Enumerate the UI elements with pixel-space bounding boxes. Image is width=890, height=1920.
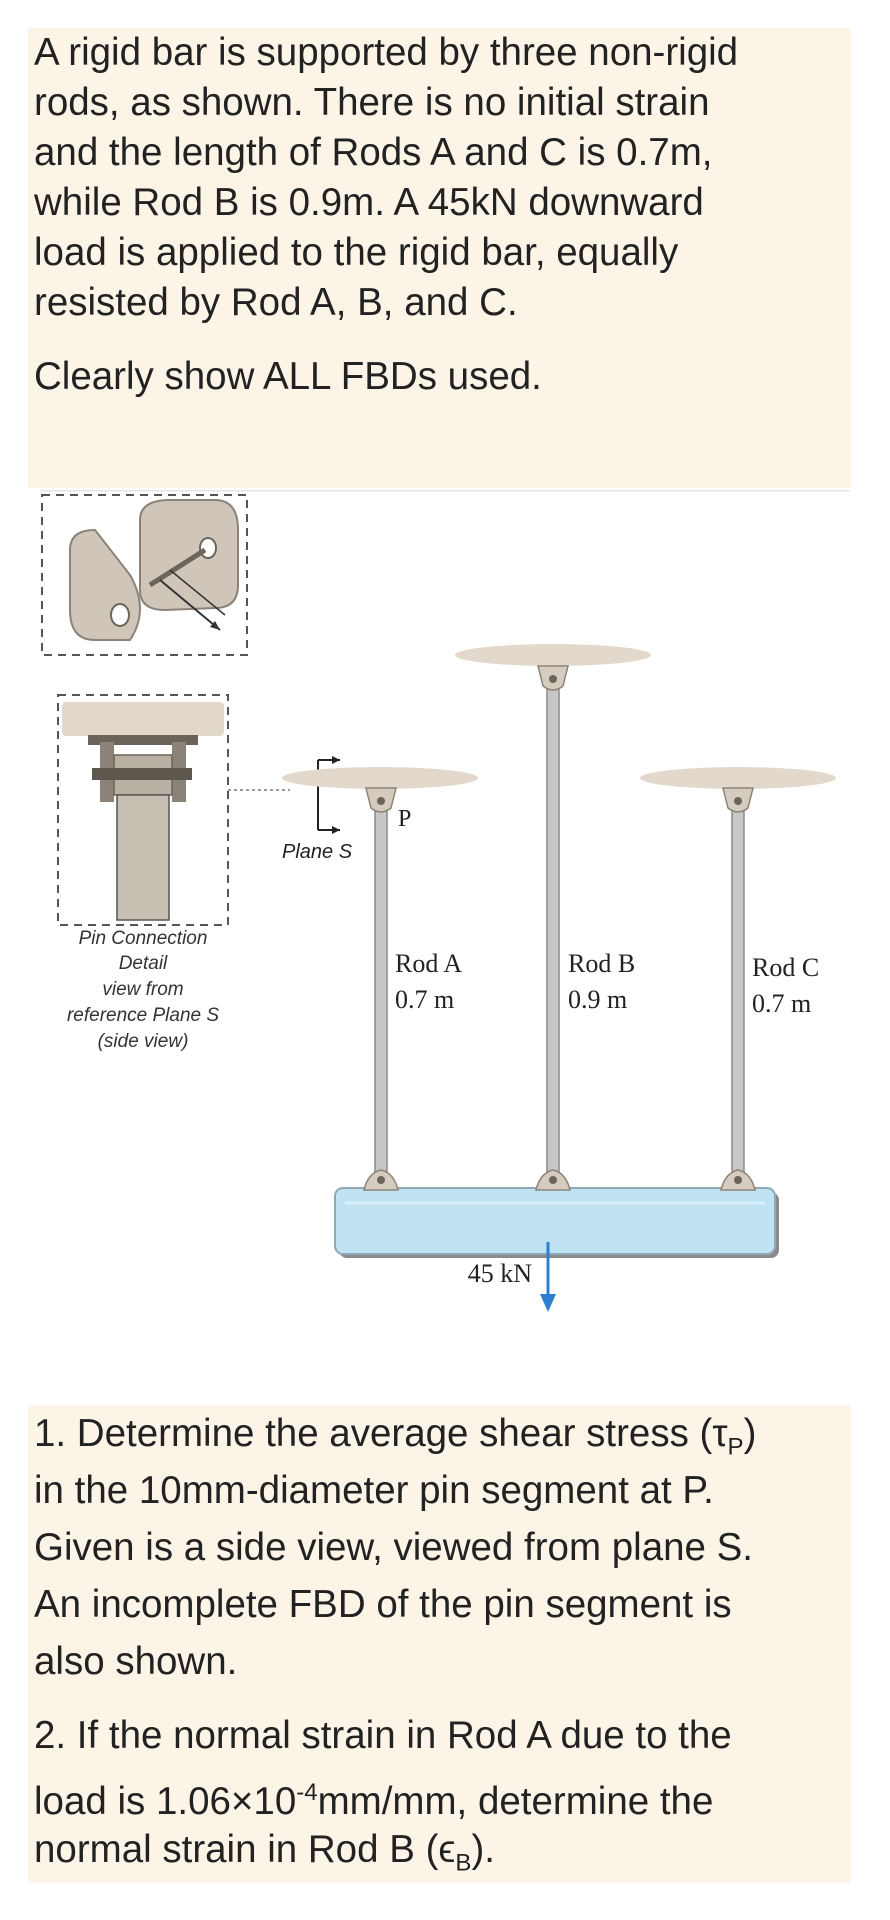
rod-a bbox=[374, 789, 388, 1176]
plane-arrowhead-bottom bbox=[332, 826, 340, 834]
support-a bbox=[282, 767, 478, 789]
q2-text: load is 1.06×10 bbox=[34, 1779, 297, 1823]
support-b bbox=[455, 644, 651, 666]
detail-box-dashed bbox=[57, 694, 229, 926]
q1-close: ) bbox=[743, 1412, 757, 1455]
load-arrowhead bbox=[540, 1294, 556, 1312]
rod-a-length: 0.7 m bbox=[395, 985, 454, 1014]
ceiling-supports bbox=[282, 644, 836, 789]
rod-c bbox=[731, 789, 745, 1176]
clevis-plate-right bbox=[139, 499, 239, 612]
clevis-plate-left bbox=[69, 528, 141, 641]
pin-c-bottom bbox=[734, 1176, 742, 1184]
pin-c-top bbox=[734, 797, 742, 805]
rod-b bbox=[546, 667, 560, 1176]
question-line: also shown. bbox=[34, 1640, 238, 1683]
question-line: Given is a side view, viewed from plane … bbox=[34, 1526, 753, 1569]
instruction-line: Clearly show ALL FBDs used. bbox=[34, 355, 542, 398]
questions-block: 1. Determine the average shear stress (τ… bbox=[28, 1405, 851, 1883]
pin-p bbox=[377, 797, 385, 805]
problem-line: load is applied to the rigid bar, equall… bbox=[34, 231, 679, 274]
pin-isometric-detail bbox=[41, 494, 248, 656]
rigid-bar bbox=[334, 1187, 776, 1255]
problem-statement: A rigid bar is supported by three non-ri… bbox=[28, 28, 851, 488]
load-label: 45 kN bbox=[468, 1259, 533, 1288]
rod-a-name: Rod A bbox=[395, 949, 462, 978]
pin-shaft bbox=[148, 547, 207, 588]
problem-text: A rigid bar is supported by three non-ri… bbox=[34, 28, 841, 402]
problem-line: while Rod B is 0.9m. A 45kN downward bbox=[34, 181, 704, 224]
q1-subscript: P bbox=[727, 1433, 744, 1461]
pin-b-bottom bbox=[549, 1176, 557, 1184]
q2-exponent: -4 bbox=[296, 1779, 318, 1806]
problem-line: and the length of Rods A and C is 0.7m, bbox=[34, 131, 713, 174]
pin-a-bottom bbox=[377, 1176, 385, 1184]
pin-side-view-detail bbox=[57, 694, 290, 926]
q2-end: normal strain in Rod B (ϵ bbox=[34, 1828, 456, 1871]
detail-caption: Pin Connection Detail view from referenc… bbox=[67, 928, 219, 1052]
q2-subscript: B bbox=[455, 1849, 472, 1877]
top-clevises: P bbox=[365, 665, 754, 832]
problem-line: A rigid bar is supported by three non-ri… bbox=[34, 31, 739, 74]
caption-line: Detail bbox=[119, 953, 168, 974]
rod-labels: Rod A 0.7 m Rod B 0.9 m Rod C 0.7 m bbox=[395, 949, 819, 1018]
rod-b-name: Rod B bbox=[568, 949, 635, 978]
rigid-bar-group bbox=[334, 1169, 779, 1258]
ceiling-support-section bbox=[62, 702, 224, 736]
question-line: in the 10mm-diameter pin segment at P. bbox=[34, 1469, 714, 1512]
shear-arrow bbox=[159, 579, 221, 631]
shear-arrow-2 bbox=[169, 569, 226, 616]
rod-c-name: Rod C bbox=[752, 953, 819, 982]
question-1: 1. Determine the average shear stress (τ… bbox=[34, 1405, 841, 1690]
pin-side bbox=[92, 768, 192, 780]
question-line: normal strain in Rod B (ϵB). bbox=[34, 1821, 841, 1878]
plane-s-marker: Plane S bbox=[282, 756, 353, 863]
pin-hole-right bbox=[199, 537, 217, 559]
pin-b-top bbox=[549, 675, 557, 683]
question-line: load is 1.06×10-4mm/mm, determine the bbox=[34, 1764, 841, 1823]
pin-label-p: P bbox=[398, 806, 411, 832]
plane-label: Plane S bbox=[282, 841, 353, 863]
q2-close: ). bbox=[471, 1828, 495, 1871]
problem-line: resisted by Rod A, B, and C. bbox=[34, 281, 518, 324]
rod-assembly-figure: Pin Connection Detail view from referenc… bbox=[40, 490, 850, 1312]
caption-line: view from bbox=[102, 979, 183, 1000]
caption-line: reference Plane S bbox=[67, 1005, 219, 1026]
support-c bbox=[640, 767, 836, 789]
q2-units: mm/mm, determine the bbox=[317, 1779, 714, 1823]
detail-box-dashed bbox=[41, 494, 248, 656]
question-2: 2. If the normal strain in Rod A due to … bbox=[34, 1707, 841, 1878]
question-line: 2. If the normal strain in Rod A due to … bbox=[34, 1714, 732, 1757]
caption-line: Pin Connection bbox=[79, 928, 208, 949]
rods bbox=[374, 667, 745, 1176]
load: 45 kN bbox=[468, 1242, 556, 1312]
caption-line: (side view) bbox=[98, 1031, 189, 1052]
plane-arrowhead-top bbox=[332, 756, 340, 764]
shear-arrowhead bbox=[210, 621, 220, 630]
rod-c-length: 0.7 m bbox=[752, 989, 811, 1018]
question-line: 1. Determine the average shear stress (τ… bbox=[34, 1405, 841, 1462]
rod-section bbox=[116, 794, 170, 921]
rod-b-length: 0.9 m bbox=[568, 985, 627, 1014]
problem-line: rods, as shown. There is no initial stra… bbox=[34, 81, 710, 124]
clevis-base bbox=[88, 735, 198, 745]
question-line: An incomplete FBD of the pin segment is bbox=[34, 1583, 732, 1626]
q1-text: 1. Determine the average shear stress (τ bbox=[34, 1412, 728, 1455]
pin-hole-left bbox=[110, 603, 130, 627]
